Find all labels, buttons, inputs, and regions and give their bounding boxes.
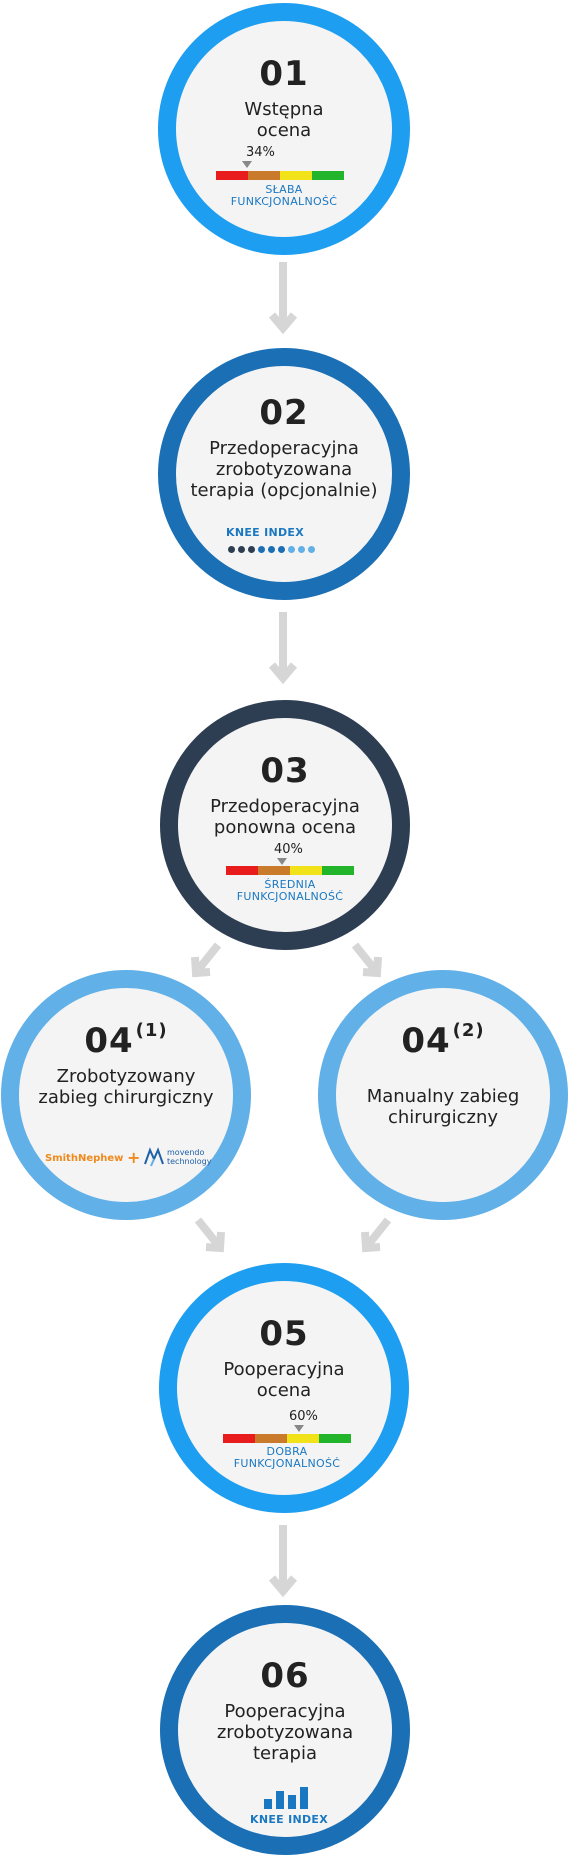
step-number: 01: [259, 54, 309, 94]
scale-label: ŚREDNIA FUNKCJONALNOŚĆ: [236, 878, 344, 903]
scale-bar: [226, 866, 354, 875]
smith-nephew-logo: SmithNephew: [45, 1153, 124, 1164]
arrow-diag-right: [351, 942, 382, 978]
scale-bar: [216, 171, 344, 180]
movendo-logo-text: movendo technology: [167, 1148, 212, 1166]
plus-icon: +: [127, 1148, 141, 1167]
step-title: Zrobotyzowany zabieg chirurgiczny: [38, 1066, 214, 1108]
arrow-down-2: [268, 612, 298, 685]
step-01-circle: 01 Wstępna ocena 34% SŁABA FUNKCJONALNOŚ…: [158, 3, 410, 255]
scale-percent: 40%: [274, 842, 303, 857]
scale-label: DOBRA FUNKCJONALNOŚĆ: [233, 1445, 341, 1470]
step-title: Pooperacyjna zrobotyzowana terapia: [216, 1701, 354, 1764]
step-number: 05: [259, 1314, 309, 1354]
scale-bar: [223, 1434, 351, 1443]
step-number: 06: [260, 1656, 310, 1696]
scale-marker: [294, 1425, 304, 1432]
knee-index-dots: [228, 546, 315, 553]
arrow-down-1: [268, 262, 298, 335]
step-02-circle: 02 Przedoperacyjna zrobotyzowana terapia…: [158, 348, 410, 600]
step-title: Manualny zabieg chirurgiczny: [366, 1086, 520, 1128]
knee-index-label: KNEE INDEX: [250, 1813, 329, 1826]
step-number: 04(1): [84, 1020, 168, 1061]
arrow-diag-left: [191, 942, 222, 978]
knee-index-label: KNEE INDEX: [226, 526, 305, 539]
scale-marker: [242, 161, 252, 168]
scale-marker: [277, 858, 287, 865]
step-title: Przedoperacyjna ponowna ocena: [210, 796, 360, 838]
step-number: 04(2): [401, 1020, 485, 1061]
step-title: Przedoperacyjna zrobotyzowana terapia (o…: [190, 438, 378, 501]
step-number: 03: [260, 751, 310, 791]
scale-percent: 34%: [246, 145, 275, 160]
step-04-1-circle: 04(1) Zrobotyzowany zabieg chirurgiczny …: [1, 970, 251, 1220]
step-title: Wstępna ocena: [244, 99, 324, 141]
step-06-circle: 06 Pooperacyjna zrobotyzowana terapia KN…: [160, 1605, 410, 1855]
arrow-down-3: [268, 1525, 298, 1598]
arrow-merge-right: [361, 1217, 392, 1253]
movendo-logo-icon: [144, 1147, 164, 1167]
step-title: Pooperacyjna ocena: [223, 1359, 345, 1401]
scale-percent: 60%: [289, 1409, 318, 1424]
bar-chart-icon: [264, 1787, 308, 1809]
step-03-circle: 03 Przedoperacyjna ponowna ocena 40% ŚRE…: [160, 700, 410, 950]
scale-label: SŁABA FUNKCJONALNOŚĆ: [230, 183, 338, 208]
step-04-2-circle: 04(2) Manualny zabieg chirurgiczny: [318, 970, 568, 1220]
step-05-circle: 05 Pooperacyjna ocena 60% DOBRA FUNKCJON…: [159, 1263, 409, 1513]
arrow-merge-left: [194, 1217, 225, 1253]
step-number: 02: [259, 393, 309, 433]
